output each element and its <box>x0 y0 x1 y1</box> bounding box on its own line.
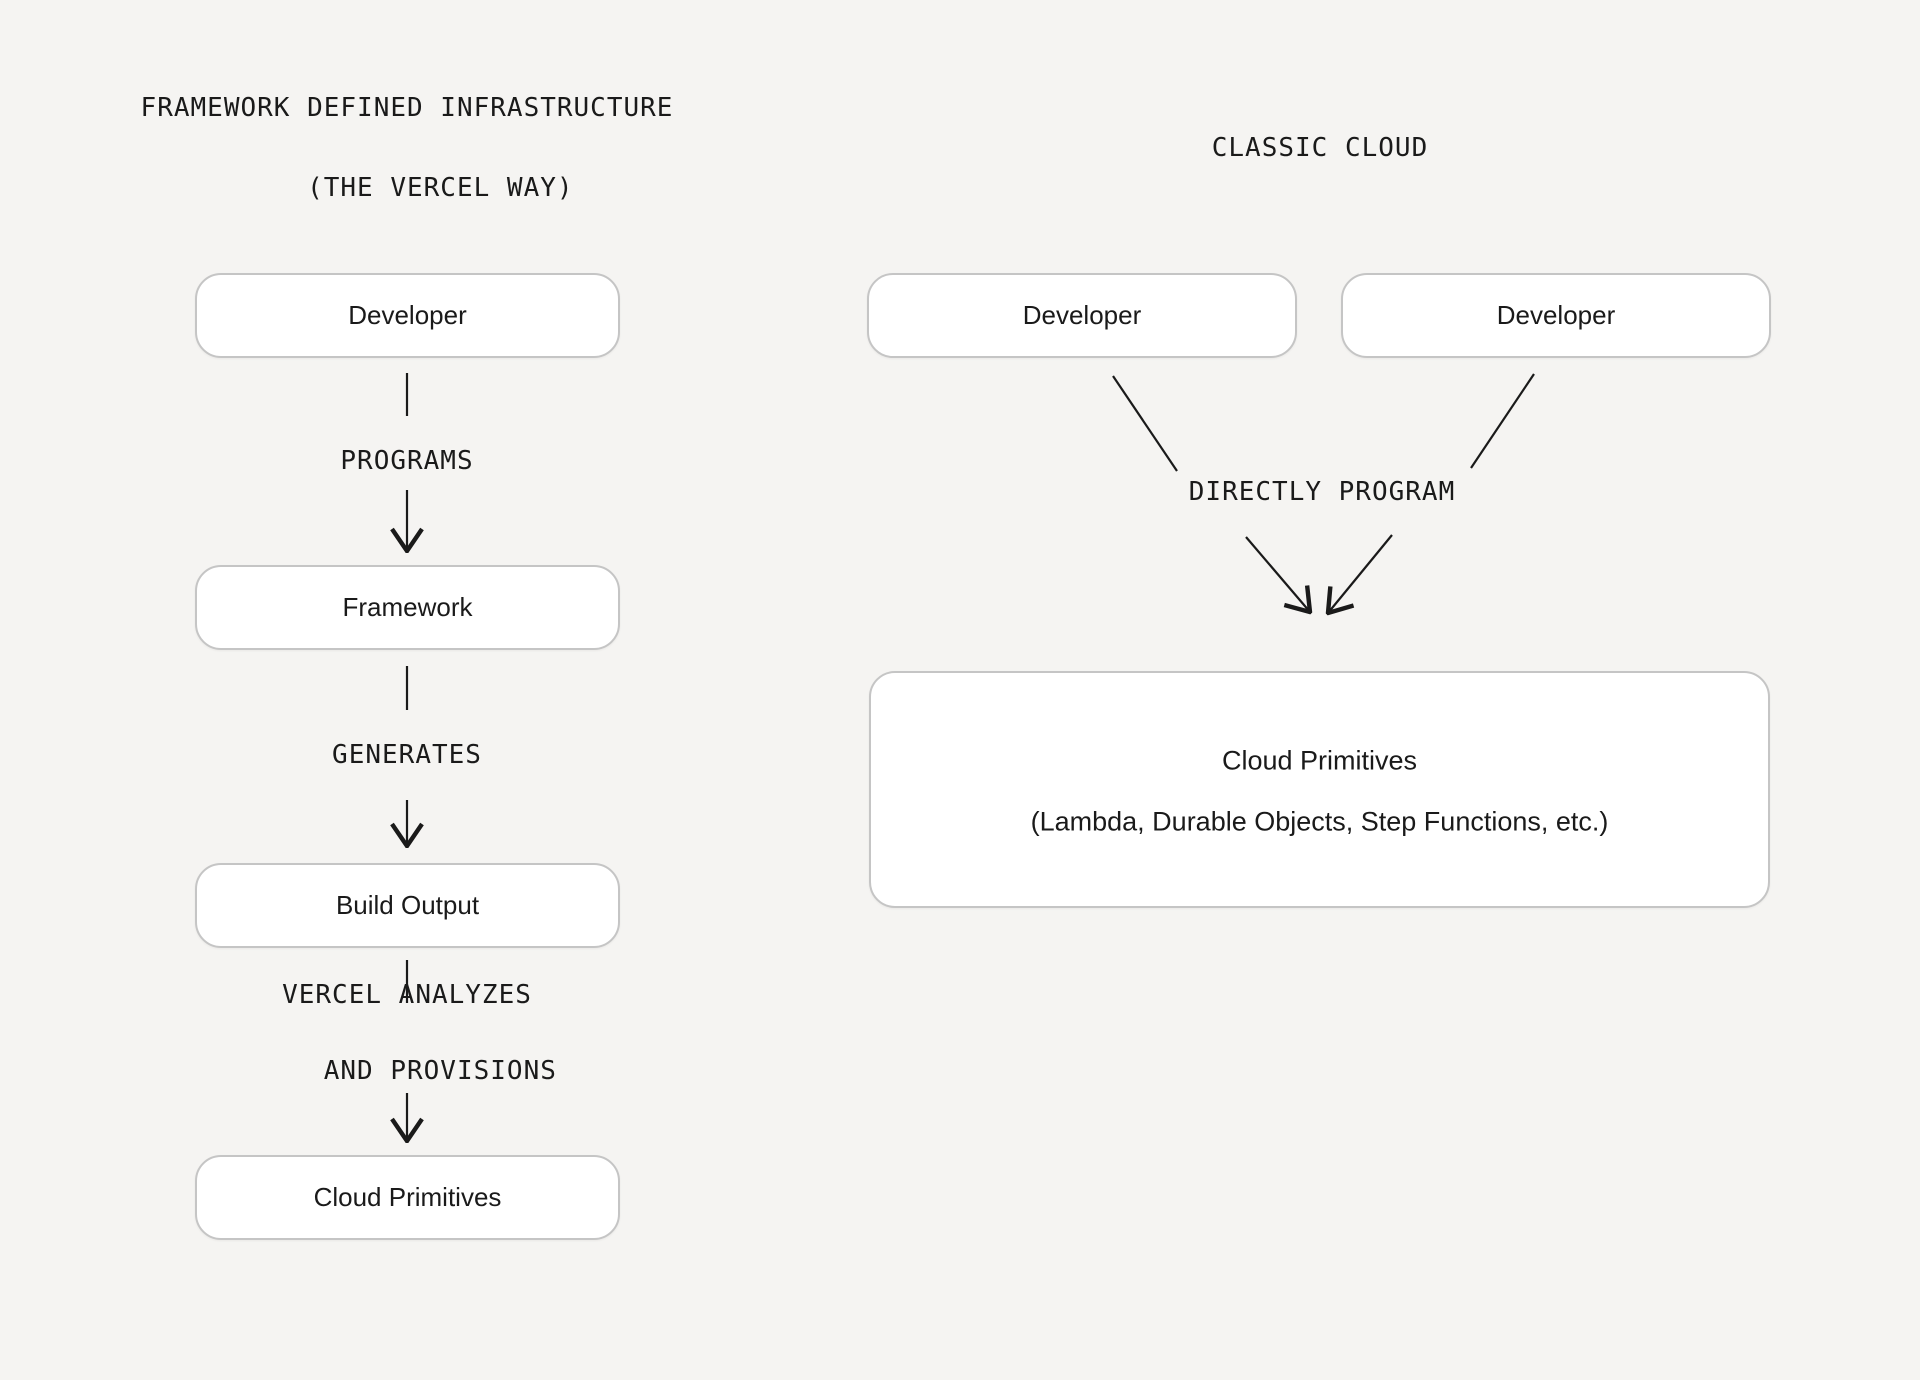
node-developer-right-2: Developer <box>1341 273 1771 358</box>
node-framework: Framework <box>195 565 620 650</box>
edge-label-line2: AND PROVISIONS <box>323 1056 557 1086</box>
node-label: Framework <box>342 592 473 622</box>
node-cloud-primitives-left: Cloud Primitives <box>195 1155 620 1240</box>
left-column-title: FRAMEWORK DEFINED INFRASTRUCTURE (THE VE… <box>141 88 674 248</box>
arrow-directly-cloud-right-icon <box>1328 534 1393 613</box>
node-developer-right-1: Developer <box>867 273 1297 358</box>
node-label: Developer <box>1496 300 1616 330</box>
left-title-line2: (THE VERCEL WAY) <box>307 173 574 203</box>
edge-label-directly-program: DIRECTLY PROGRAM <box>1188 477 1456 507</box>
cloud-primitives-title: Cloud Primitives <box>1221 745 1418 776</box>
edge-label-programs: PROGRAMS <box>340 446 474 476</box>
arrow-directly-cloud-left-icon <box>1245 536 1310 612</box>
node-developer-left: Developer <box>195 273 620 358</box>
node-build-output: Build Output <box>195 863 620 948</box>
edge-label-generates: GENERATES <box>332 740 482 770</box>
node-label: Cloud Primitives <box>313 1182 502 1212</box>
edge-line-developer1-directly <box>1112 375 1178 472</box>
edge-label-vercel-analyzes: VERCEL ANALYZES AND PROVISIONS <box>257 976 557 1128</box>
right-column-title: CLASSIC CLOUD <box>1211 133 1429 163</box>
node-label: Developer <box>1022 300 1142 330</box>
cloud-primitives-subtitle: (Lambda, Durable Objects, Step Functions… <box>1030 806 1609 837</box>
edge-line-developer2-directly <box>1470 373 1535 469</box>
node-label: Build Output <box>335 890 480 920</box>
node-cloud-primitives-right: Cloud Primitives (Lambda, Durable Object… <box>869 671 1770 908</box>
left-title-line1: FRAMEWORK DEFINED INFRASTRUCTURE <box>140 93 674 123</box>
edge-label-line1: VERCEL ANALYZES <box>282 980 532 1010</box>
node-label: Developer <box>348 300 467 330</box>
